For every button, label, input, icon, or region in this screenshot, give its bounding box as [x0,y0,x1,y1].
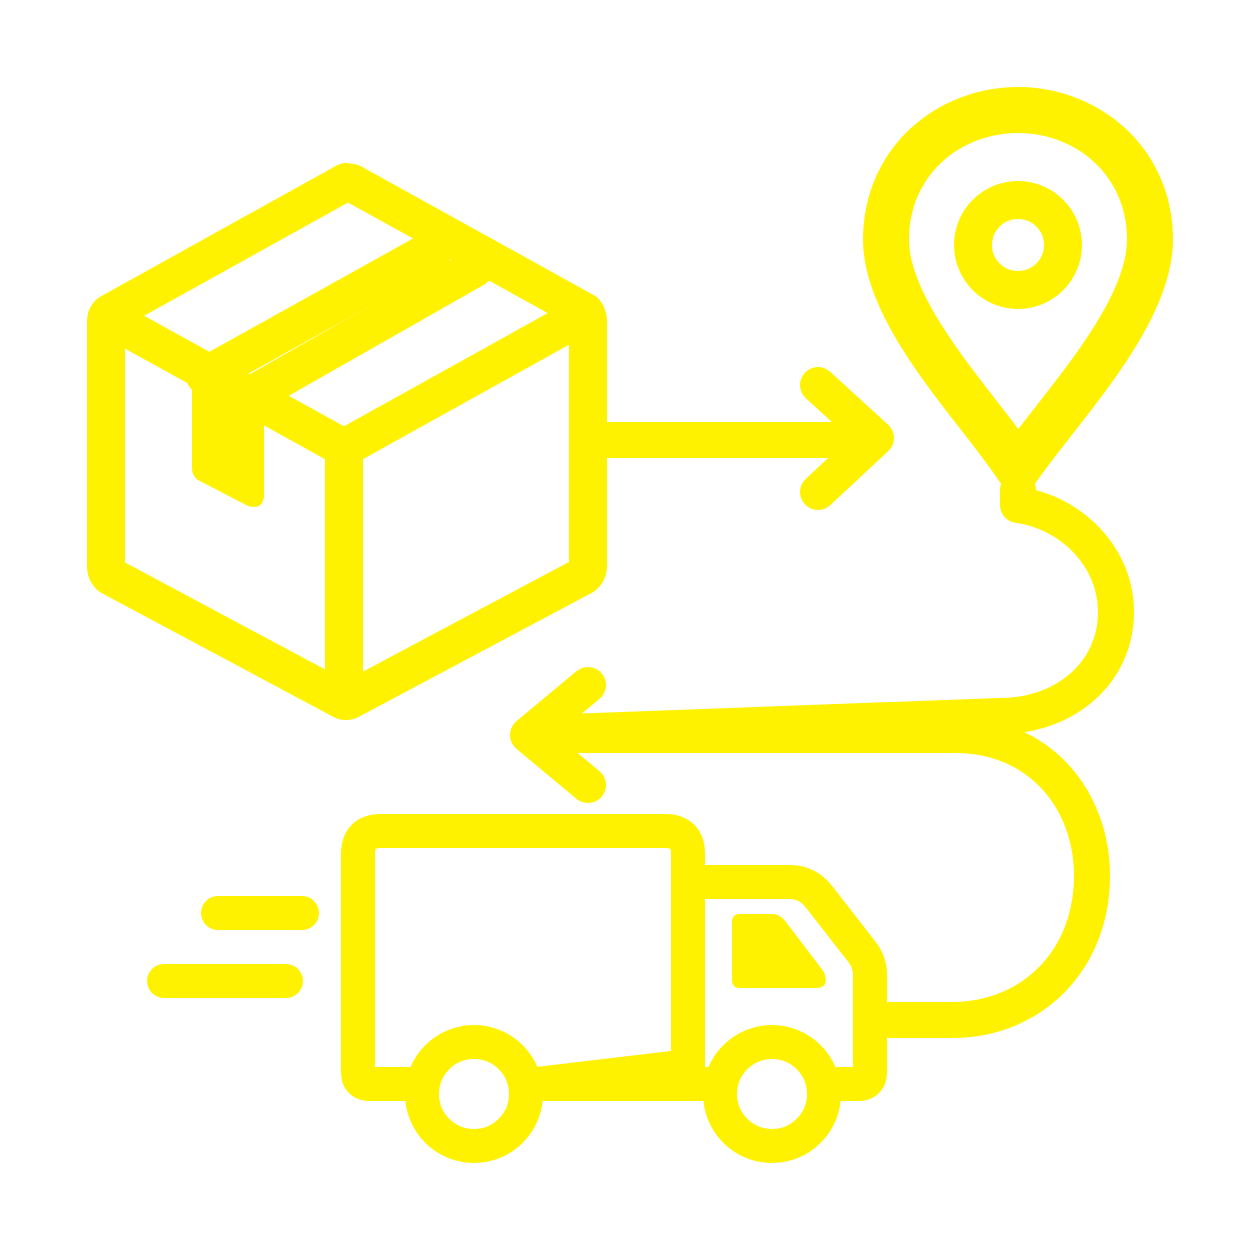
delivery-truck-icon [341,814,887,1163]
package-box-icon [87,163,607,720]
route-path-icon [522,472,1134,1038]
arrow-right-icon [588,367,894,510]
arrow-left-icon [510,667,606,803]
speed-lines-icon [147,896,319,998]
map-pin-icon [863,87,1173,491]
